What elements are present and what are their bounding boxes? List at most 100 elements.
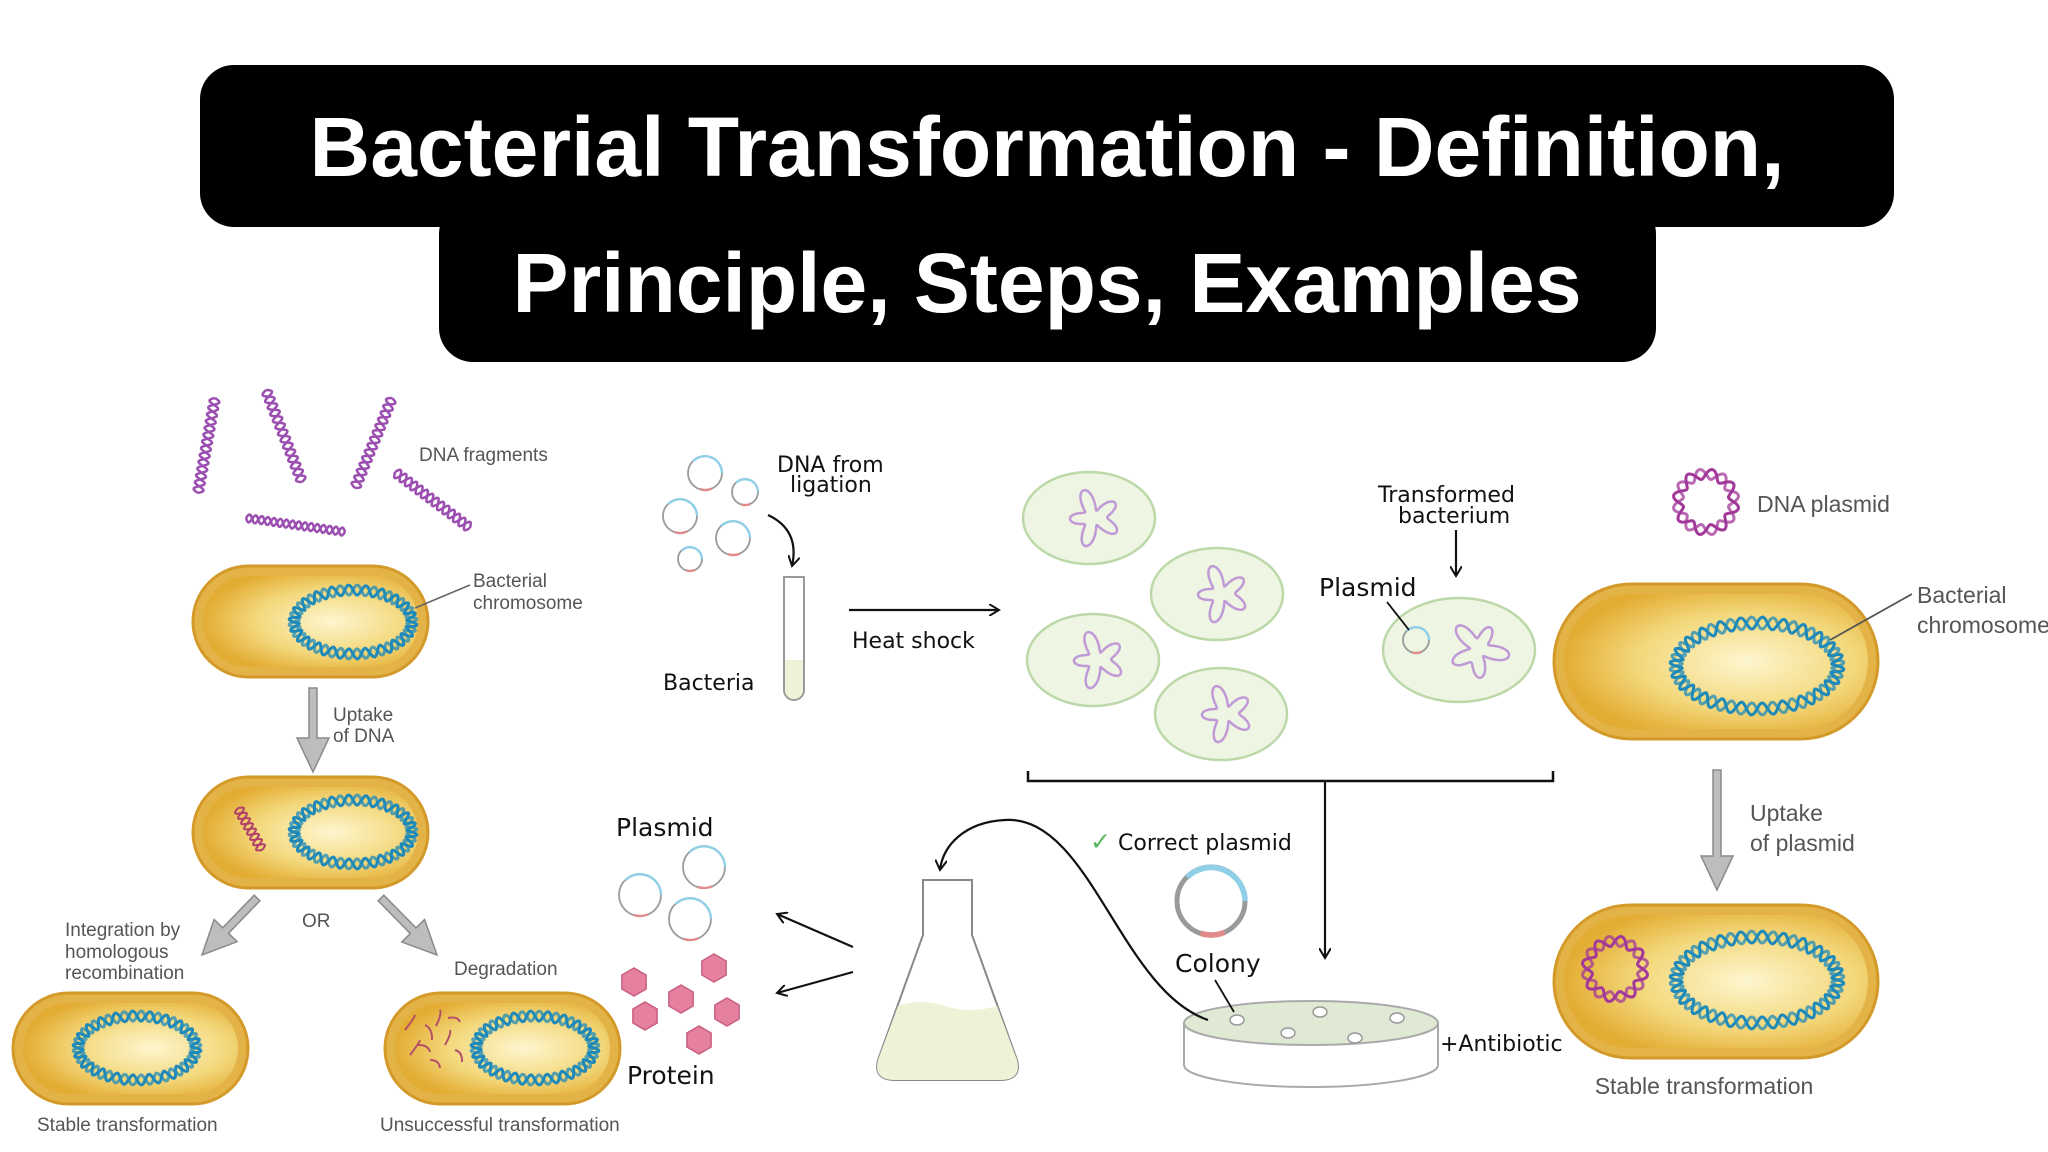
title-box-line1 <box>200 65 1894 227</box>
plasmid-segment-blue <box>692 455 724 474</box>
ligation-plasmid <box>715 520 752 557</box>
bacterial-chromosome-recombined <box>71 1009 203 1087</box>
plasmid-segment-red <box>674 530 688 535</box>
dna-fragment <box>350 396 397 490</box>
dna-fragment <box>261 388 307 484</box>
plasmid-segment-blue <box>688 845 727 868</box>
uptake-plasmid-label-1: Uptake <box>1750 800 1823 826</box>
plasmid-segment-blue <box>1406 626 1431 641</box>
ligation-plasmid <box>731 478 760 507</box>
ligation-plasmid <box>662 498 699 535</box>
erlenmeyer-flask <box>876 879 1019 1081</box>
flask-to-plasmid-arrow <box>777 914 854 949</box>
helix-strand <box>1668 615 1846 717</box>
right-chromosome-label-2: chromosome <box>1917 612 2048 638</box>
bacterium-with-dna <box>191 775 430 890</box>
degraded-dna-fragment <box>435 1009 442 1027</box>
helix-strand <box>237 806 263 852</box>
protein-hexagon <box>621 967 647 997</box>
product-plasmid <box>682 845 727 890</box>
title-line1: Bacterial Transformation - Definition, <box>310 100 1785 194</box>
protein-hexagon <box>632 1001 658 1031</box>
plasmid-label: Plasmid <box>1319 573 1417 602</box>
plasmid-segment-blue <box>680 546 704 560</box>
protein-hexagon <box>714 997 740 1027</box>
bacterial-dna <box>1196 564 1247 624</box>
colony-label: Colony <box>1175 949 1261 978</box>
plasmid-segment-blue <box>674 897 713 920</box>
plasmid-segment-blue <box>1185 864 1248 902</box>
bacterium-transformed-right <box>1552 903 1880 1060</box>
transformed-bacterium-1: Transformed <box>1377 483 1515 508</box>
bacterial-dna <box>1451 624 1511 680</box>
chromosome-label-2: chromosome <box>473 593 583 614</box>
bacterial-chromosome <box>1668 615 1846 717</box>
colony <box>1389 1012 1405 1024</box>
cell-cytoplasm <box>1564 594 1868 729</box>
transformed-plasmid <box>1402 626 1431 655</box>
green-cell-body <box>1025 612 1161 708</box>
dna-from-ligation-2: ligation <box>790 473 872 498</box>
dna-fragment <box>192 396 221 495</box>
plasmid-leader-line <box>1386 601 1410 631</box>
bacterial-dna <box>1068 488 1119 548</box>
chromosome-label-1: Bacterial <box>473 571 547 592</box>
helix-strand <box>394 468 471 532</box>
degradation-label: Degradation <box>454 959 558 980</box>
bacteria-label: Bacteria <box>663 671 754 696</box>
product-plasmid <box>618 873 663 918</box>
bacterial-chromosome <box>469 1009 601 1087</box>
product-plasmid <box>668 897 713 942</box>
tube-liquid <box>785 660 803 699</box>
colony <box>1312 1006 1328 1018</box>
ligation-to-tube-arrow <box>767 514 794 566</box>
helix-strand <box>287 793 419 871</box>
title-banner: Bacterial Transformation - Definition, P… <box>200 65 1894 362</box>
plasmid-segment-red <box>683 937 699 942</box>
green-cell-body <box>1149 546 1285 642</box>
green-cell-body <box>1381 596 1537 704</box>
plasmid-segment-red <box>699 487 713 492</box>
plasmid-segment-blue <box>720 520 752 539</box>
petri-dish <box>1183 1000 1439 1088</box>
degraded-dna-fragment <box>454 1049 464 1063</box>
integration-label-1: Integration by <box>65 920 181 941</box>
bacterial-chromosome <box>287 583 419 661</box>
helix-strand <box>1672 468 1740 536</box>
bacterium-unsuccessful <box>383 991 622 1106</box>
unsuccessful-transformation-label: Unsuccessful transformation <box>380 1115 620 1136</box>
bracket <box>1026 771 1555 783</box>
dish-agar <box>1183 1000 1439 1046</box>
plasmid-segment-blue <box>735 478 760 493</box>
dna-fragments-label: DNA fragments <box>419 445 548 466</box>
degraded-dna-fragment <box>404 1014 416 1031</box>
or-label: OR <box>302 911 331 932</box>
plasmid-product-label: Plasmid <box>616 813 714 842</box>
cell-cytoplasm <box>1564 915 1868 1048</box>
integration-label-3: recombination <box>65 963 184 984</box>
degraded-dna-fragment <box>447 1016 461 1023</box>
transformed-bacterium <box>1381 596 1537 704</box>
ligation-plasmid <box>687 455 724 492</box>
degraded-dna-fragment <box>409 1039 421 1056</box>
integration-arrow <box>200 894 261 957</box>
protein-label: Protein <box>627 1061 715 1090</box>
helix-strand <box>1581 935 1649 1003</box>
plasmid-segment-red <box>727 552 741 557</box>
colony <box>1347 1032 1363 1044</box>
bacterium-initial <box>191 564 430 679</box>
chromosome-leader-line <box>414 584 471 609</box>
bacterial-chromosome <box>287 793 419 871</box>
helix-strand <box>1672 468 1740 536</box>
right-chromosome-label-1: Bacterial <box>1917 582 2006 608</box>
helix-strand <box>350 397 397 489</box>
bacterium-stable <box>11 991 250 1106</box>
helix-strand <box>287 583 419 661</box>
dna-plasmid-icon <box>1672 468 1740 536</box>
uptake-plasmid-arrow <box>1699 769 1735 892</box>
plasmid-segment-red <box>697 885 713 890</box>
helix-strand <box>192 396 221 495</box>
stable-transformation-label: Stable transformation <box>37 1115 218 1136</box>
colony <box>1280 1027 1296 1039</box>
